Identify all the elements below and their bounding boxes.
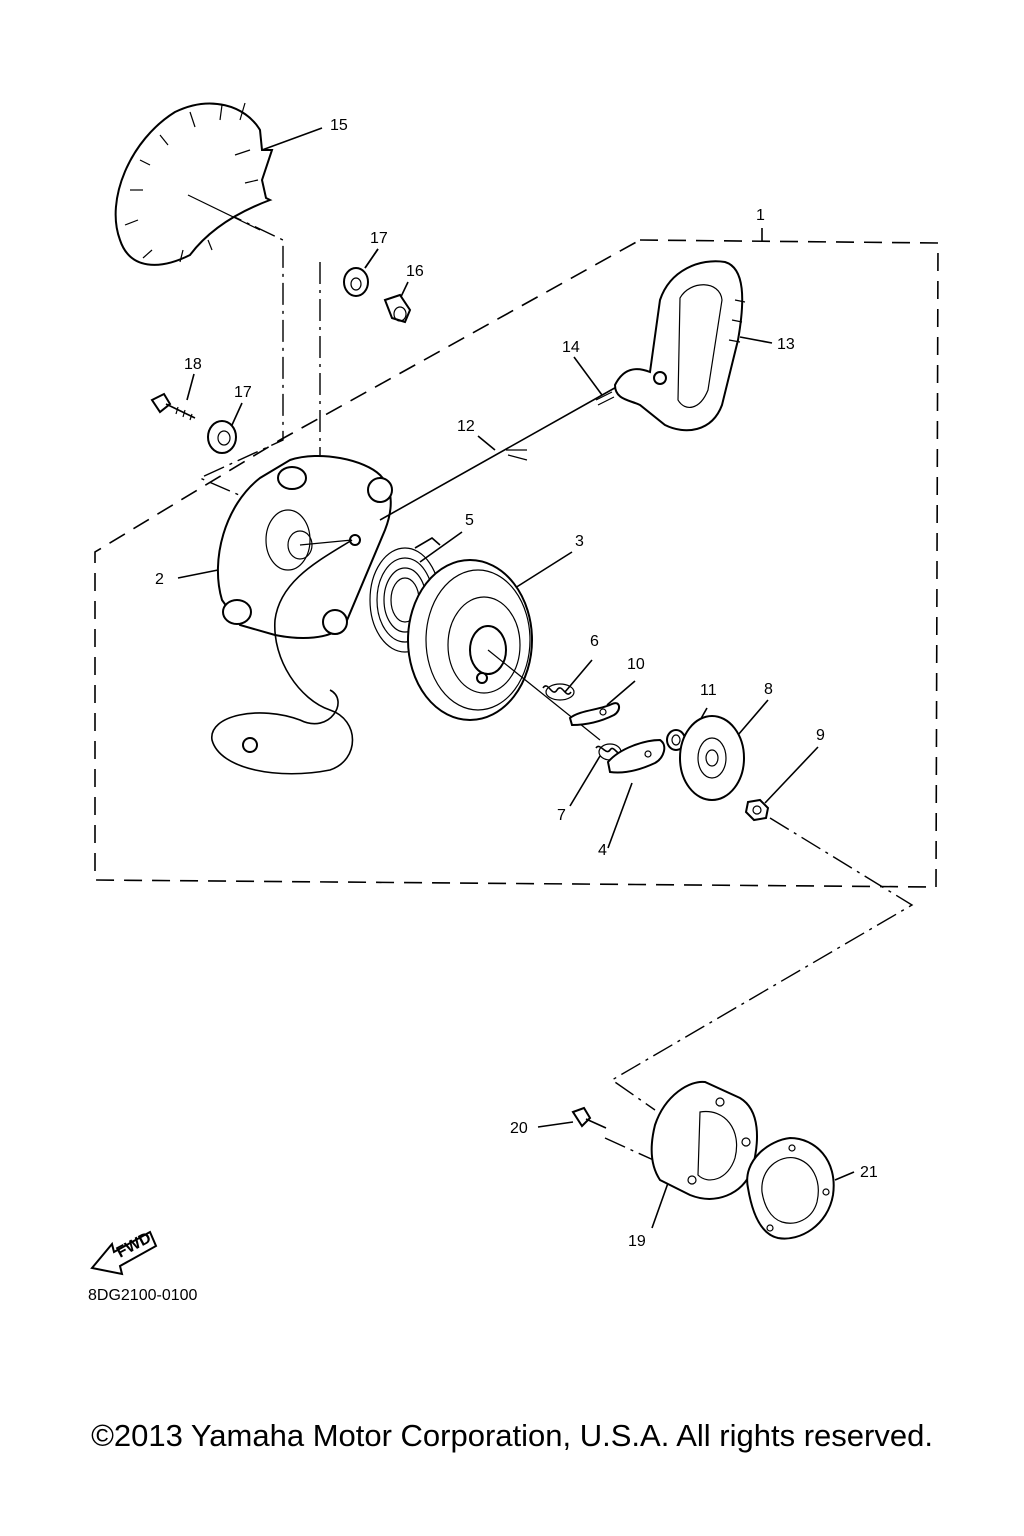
- callout-17-lower: 17: [234, 384, 252, 401]
- callout-labels: 1 2 3 4 5 6 7 8 9 10 11 12 13 14 15 16 1…: [155, 117, 878, 1250]
- starter-rope: [211, 539, 354, 775]
- callout-19: 19: [628, 1233, 646, 1250]
- callout-4: 4: [598, 842, 607, 859]
- callout-15: 15: [330, 117, 348, 134]
- callout-2: 2: [155, 571, 164, 588]
- bushing-part-16: [383, 293, 412, 324]
- callout-18: 18: [184, 356, 202, 373]
- screw-part-20: [571, 1106, 607, 1129]
- rope-shaft-part-12: [379, 384, 621, 521]
- cover-part-19: [650, 1080, 758, 1200]
- plate-part-4: [606, 738, 666, 774]
- spring-part-6: [542, 683, 575, 701]
- collar-part-17-upper: [343, 267, 369, 297]
- pawl-part-10: [568, 702, 620, 727]
- callout-21: 21: [860, 1164, 878, 1181]
- friction-plate-part-8: [679, 715, 745, 801]
- callout-17-upper: 17: [370, 230, 388, 247]
- nut-part-9: [744, 798, 770, 822]
- callout-20: 20: [510, 1120, 528, 1137]
- callout-13: 13: [777, 336, 795, 353]
- callout-7: 7: [557, 807, 566, 824]
- gasket-part-21: [746, 1136, 835, 1240]
- copyright-notice: ©2013 Yamaha Motor Corporation, U.S.A. A…: [91, 1418, 933, 1453]
- callout-3: 3: [575, 533, 584, 550]
- decal-part-15: [114, 102, 274, 266]
- drawing-code: 8DG2100-0100: [88, 1287, 198, 1304]
- callout-14: 14: [562, 339, 580, 356]
- handle-part-13: [613, 260, 746, 432]
- collar-part-17-lower: [207, 420, 237, 454]
- fwd-arrow-icon: FWD: [90, 1229, 158, 1276]
- callout-5: 5: [465, 512, 474, 529]
- reference-lines: [187, 194, 914, 1164]
- callout-16: 16: [406, 263, 424, 280]
- callout-12: 12: [457, 418, 475, 435]
- starter-case-part-2: [216, 454, 393, 639]
- bolt-part-18: [150, 392, 196, 421]
- callout-9: 9: [816, 727, 825, 744]
- parts-diagram: FWD 1 2 3 4 5 6 7 8 9 10 11 12 13 14 15 …: [90, 102, 939, 1276]
- sheave-drum-part-3: [407, 559, 601, 741]
- callout-8: 8: [764, 681, 773, 698]
- callout-10: 10: [627, 656, 645, 673]
- callout-11: 11: [700, 682, 717, 699]
- callout-1: 1: [756, 207, 765, 224]
- assembly-boundary: [94, 239, 939, 888]
- callout-6: 6: [590, 633, 599, 650]
